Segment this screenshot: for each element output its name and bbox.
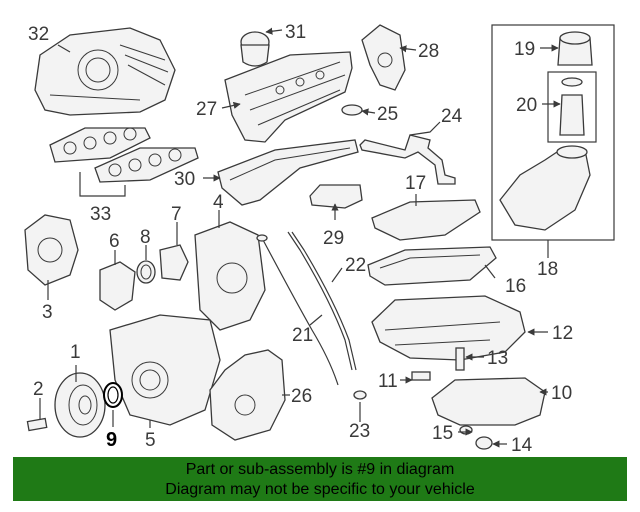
front-cover-part[interactable] — [109, 314, 221, 426]
callout-26[interactable]: 26 — [291, 386, 312, 407]
callout-7[interactable]: 7 — [171, 204, 182, 225]
callout-20[interactable]: 20 — [516, 95, 537, 116]
pulley-bolt-part[interactable] — [26, 417, 48, 432]
callout-18[interactable]: 18 — [537, 259, 558, 280]
callout-22[interactable]: 22 — [345, 255, 366, 276]
tube-part[interactable] — [359, 134, 456, 185]
callout-8[interactable]: 8 — [140, 227, 151, 248]
timing-cover-inner-part[interactable] — [194, 221, 266, 331]
seal-8-part[interactable] — [136, 260, 156, 284]
gasket-7-part[interactable] — [159, 244, 189, 281]
filter-cap-19-part[interactable] — [557, 31, 593, 66]
oil-pan-part[interactable] — [371, 295, 526, 361]
callout-19[interactable]: 19 — [514, 39, 535, 60]
callout-32[interactable]: 32 — [28, 24, 49, 45]
callout-31[interactable]: 31 — [285, 22, 306, 43]
oil-filler-cap-part[interactable] — [240, 31, 270, 67]
callout-16[interactable]: 16 — [505, 276, 526, 297]
callout-11[interactable]: 11 — [378, 371, 398, 392]
oil-pump-part[interactable] — [209, 349, 286, 441]
front-crank-seal-part[interactable] — [103, 382, 123, 408]
lower-oil-pan-part[interactable] — [431, 377, 546, 426]
intake-manifold-part[interactable] — [34, 27, 176, 116]
seal-25-part[interactable] — [341, 104, 363, 116]
callout-15[interactable]: 15 — [432, 423, 453, 444]
dipstick-tube-part[interactable] — [287, 231, 357, 371]
exploded-parts-diagram: 1 2 3 4 5 6 7 8 9 10 11 12 13 14 15 16 1… — [24, 22, 615, 456]
small-bracket-part[interactable] — [309, 184, 363, 209]
callout-23[interactable]: 23 — [349, 421, 370, 442]
callout-28[interactable]: 28 — [418, 41, 439, 62]
callout-17[interactable]: 17 — [405, 173, 426, 194]
part-info-banner: Part or sub-assembly is #9 in diagram Di… — [13, 457, 627, 501]
washer-15-part[interactable] — [459, 425, 473, 435]
callout-12[interactable]: 12 — [552, 323, 573, 344]
filter-housing-18-part[interactable] — [499, 145, 591, 231]
oil-pan-gasket-part[interactable] — [367, 246, 497, 286]
dipstick-part[interactable] — [256, 234, 339, 386]
oil-filter-housing-box — [491, 24, 615, 241]
bracket-part[interactable] — [361, 24, 406, 91]
callout-13[interactable]: 13 — [487, 348, 508, 369]
callout-3[interactable]: 3 — [42, 302, 53, 323]
callout-6[interactable]: 6 — [109, 231, 120, 252]
oil-pan-upper-part[interactable] — [371, 199, 481, 241]
callout-27[interactable]: 27 — [196, 99, 217, 120]
callout-29[interactable]: 29 — [323, 228, 344, 249]
callout-1[interactable]: 1 — [70, 342, 81, 363]
drain-plug-14-part[interactable] — [475, 436, 493, 450]
crankshaft-pulley-part[interactable] — [54, 372, 106, 438]
callout-30[interactable]: 30 — [174, 169, 195, 190]
callout-24[interactable]: 24 — [441, 106, 463, 127]
callout-2[interactable]: 2 — [33, 379, 44, 400]
callout-4[interactable]: 4 — [213, 192, 224, 213]
callout-14[interactable]: 14 — [511, 435, 533, 456]
callout-labels: 1 2 3 4 5 6 7 8 9 10 11 12 13 14 15 16 1… — [28, 22, 573, 456]
thermostat-housing-part[interactable] — [99, 261, 136, 311]
valve-cover-part[interactable] — [224, 51, 353, 143]
o-ring-23-part[interactable] — [353, 390, 367, 400]
callout-25[interactable]: 25 — [377, 104, 398, 125]
water-pump-part[interactable] — [24, 214, 79, 286]
banner-line-2: Diagram may not be specific to your vehi… — [165, 481, 475, 498]
valve-cover-gasket-part[interactable] — [217, 139, 359, 206]
callout-10[interactable]: 10 — [551, 383, 572, 404]
leader-lines — [39, 27, 561, 448]
bolt-11-part[interactable] — [411, 371, 431, 381]
banner-line-1: Part or sub-assembly is #9 in diagram — [185, 461, 455, 478]
callout-9[interactable]: 9 — [106, 429, 117, 451]
callout-33[interactable]: 33 — [90, 204, 111, 225]
callout-21[interactable]: 21 — [292, 325, 313, 346]
callout-5[interactable]: 5 — [145, 430, 156, 451]
bolt-13-part[interactable] — [455, 347, 465, 371]
intake-gasket-part[interactable] — [49, 127, 199, 197]
filter-element-20-part[interactable] — [559, 77, 585, 136]
